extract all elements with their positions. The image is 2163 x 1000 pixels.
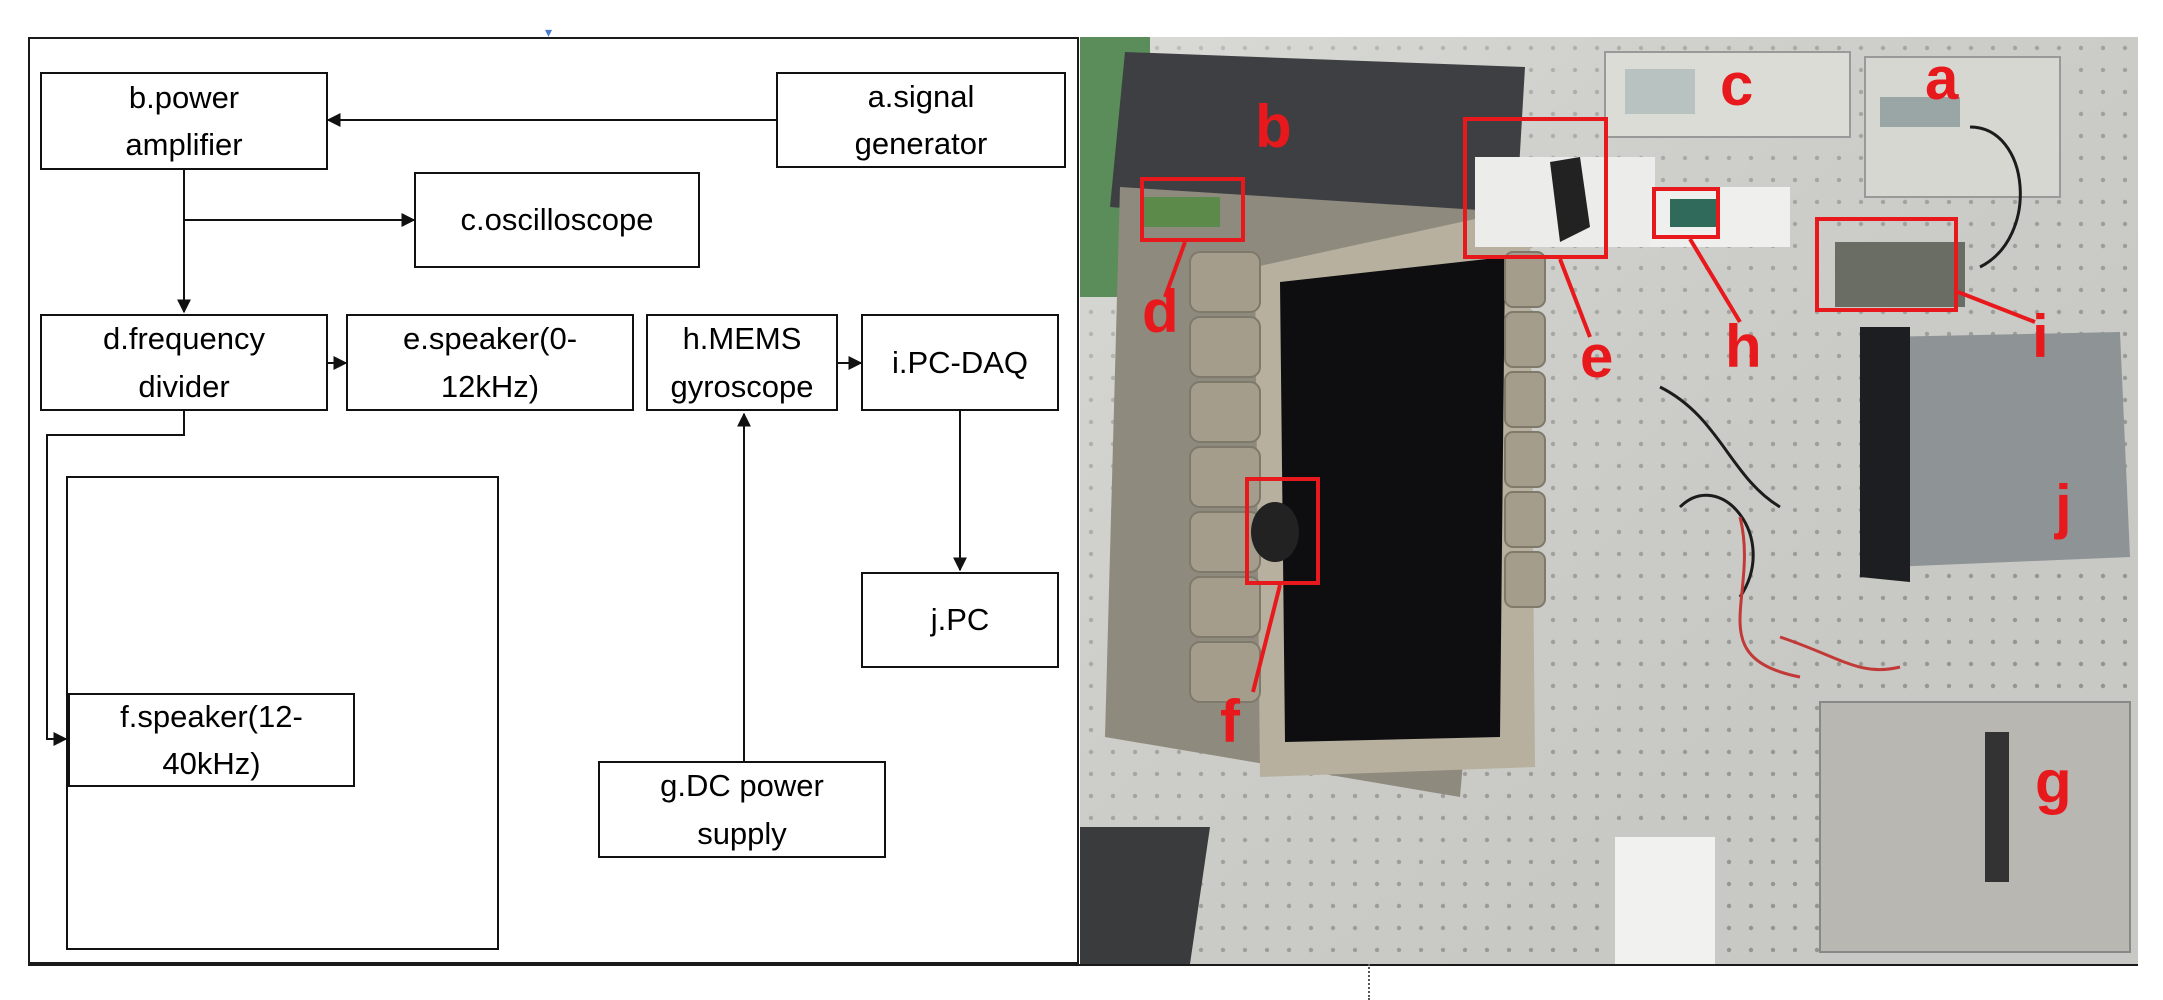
callout-box-f — [1245, 477, 1320, 585]
arrow-d-to-f — [46, 411, 185, 746]
block-label: f.speaker(12- 40kHz) — [68, 693, 355, 787]
callout-label-d: d — [1142, 278, 1179, 345]
block-label: g.DC power supply — [660, 768, 824, 851]
callout-label-h: h — [1725, 313, 1762, 380]
cursor-marker-icon: ▾ — [545, 24, 553, 40]
callout-label-f: f — [1220, 688, 1240, 755]
block-pc: j.PC — [861, 572, 1059, 668]
block-diagram-panel: a.signal generator b.power amplifier c.o… — [28, 37, 1079, 964]
callout-label-i: i — [2032, 303, 2049, 370]
block-label: b.power amplifier — [125, 79, 243, 162]
block-label: a.signal generator — [854, 78, 988, 161]
callout-leaders — [1163, 237, 2036, 693]
block-frequency-divider: d.frequency divider — [40, 314, 328, 411]
block-label: h.MEMS gyroscope — [670, 321, 814, 404]
block-label: e.speaker(0- 12kHz) — [402, 321, 578, 404]
callout-label-a: a — [1925, 45, 1959, 112]
block-mems-gyroscope: h.MEMS gyroscope — [646, 314, 838, 411]
callout-label-c: c — [1720, 51, 1754, 118]
callout-label-b: b — [1255, 93, 1292, 160]
block-power-amplifier: b.power amplifier — [40, 72, 328, 170]
block-signal-generator: a.signal generator — [776, 72, 1066, 168]
callout-box-h — [1652, 187, 1720, 239]
block-oscilloscope: c.oscilloscope — [414, 172, 700, 268]
bottom-tick-marker — [1368, 964, 1371, 1000]
setup-photo — [1080, 37, 2138, 964]
block-label: i.PC-DAQ — [891, 344, 1029, 380]
block-label: d.frequency divider — [103, 321, 265, 404]
block-label: j.PC — [930, 602, 990, 638]
callout-label-g: g — [2035, 748, 2072, 815]
callout-label-j: j — [2055, 473, 2072, 540]
block-dc-power-supply: g.DC power supply — [598, 761, 886, 858]
callout-label-e: e — [1580, 323, 1614, 390]
block-speaker-0-12khz: e.speaker(0- 12kHz) — [346, 314, 634, 411]
connector-layer — [46, 113, 967, 761]
block-pc-daq: i.PC-DAQ — [861, 314, 1059, 411]
block-speaker-12-40khz: f.speaker(12- 40kHz) — [66, 476, 499, 950]
bottom-rule — [28, 964, 2138, 966]
block-label: c.oscilloscope — [460, 202, 654, 238]
callout-box-i — [1815, 217, 1958, 312]
setup-photo-panel: a b c d e f g h i j — [1080, 37, 2138, 964]
callout-box-e — [1463, 117, 1608, 259]
callout-box-d — [1140, 177, 1245, 242]
